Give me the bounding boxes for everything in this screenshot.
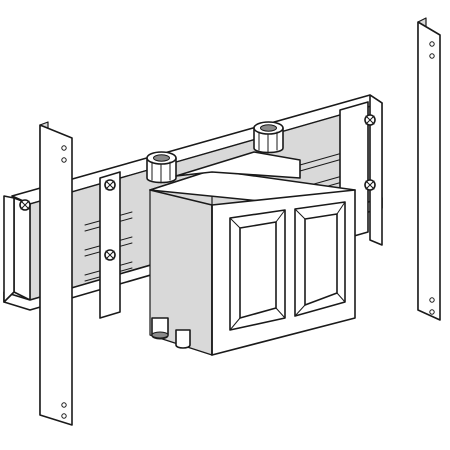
screw-icon (104, 249, 116, 261)
service-opening-left (229, 209, 286, 331)
left-upright-rail (39, 121, 73, 426)
top-connector-right (253, 121, 284, 154)
right-upright-rail (417, 17, 441, 321)
screw-icon (104, 179, 116, 191)
bottom-connector-left (151, 317, 169, 340)
bottom-connector-right (175, 329, 191, 349)
top-connector-left (146, 151, 177, 184)
screw-icon (364, 179, 376, 191)
screw-icon (19, 199, 31, 211)
fixing-screws (19, 114, 376, 261)
service-opening-right (294, 201, 346, 317)
screw-icon (364, 114, 376, 126)
